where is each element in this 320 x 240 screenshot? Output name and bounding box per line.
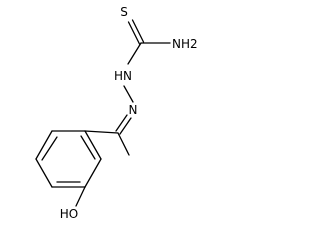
sulfur-label: S	[120, 5, 128, 19]
ring-bond-3	[35, 158, 53, 188]
c-s-double-bond-a	[127, 21, 141, 45]
ring-inner-bond-3	[80, 135, 96, 160]
n-c-double-bond-b	[115, 114, 128, 132]
c-aryl-bond	[84, 130, 119, 134]
ring-bond-2	[35, 130, 53, 160]
ring-inner-bond-1	[41, 136, 58, 161]
ring-bond-6	[84, 130, 102, 160]
c-oh-bond	[75, 186, 86, 207]
hydroxyl-label: HO	[60, 207, 78, 221]
c-methyl-bond	[117, 132, 130, 156]
molecule-structure: S NH2 HN N HO	[35, 5, 198, 221]
amine-label: NH2	[172, 37, 198, 51]
nh-n-bond	[123, 85, 134, 103]
nh-label: HN	[114, 69, 132, 83]
c-s-double-bond-b	[131, 19, 145, 43]
c-nh-bond	[127, 42, 142, 65]
n-c-double-bond-a	[119, 117, 132, 135]
imine-n-label: N	[129, 103, 138, 117]
ring-bond-5	[84, 158, 102, 188]
